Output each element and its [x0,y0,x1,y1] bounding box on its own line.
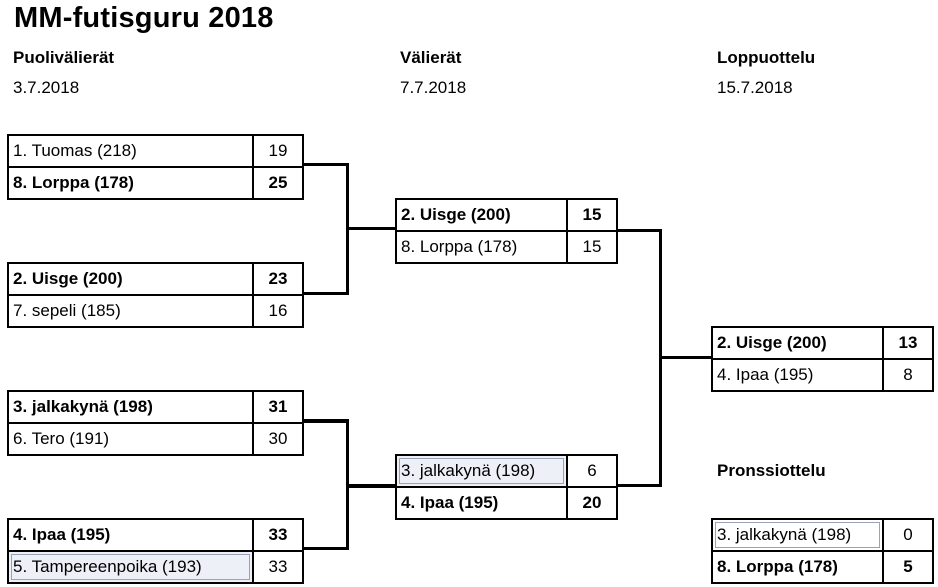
final-match: 2. Uisge (200) 13 4. Ipaa (195) 8 [711,326,934,392]
connector-line [346,484,398,488]
team-name: 8. Lorppa (178) [717,557,838,576]
team-name: 4. Ipaa (195) [717,365,814,384]
team-name: 8. Lorppa (178) [13,173,134,192]
semifinals-date: 7.7.2018 [400,78,467,97]
semifinal-match-2: 3. jalkakynä (198) 6 4. Ipaa (195) 20 [395,454,618,520]
team-name: 2. Uisge (200) [401,205,511,224]
team-score: 5 [882,552,932,582]
team-row: 2. Uisge (200) 13 [713,328,932,358]
connector-line [300,163,348,166]
team-row: 8. Lorppa (178) 5 [713,550,932,582]
team-name: 7. sepeli (185) [13,301,121,320]
semifinals-label: Välierät [400,48,462,67]
team-score: 13 [882,328,932,358]
team-name: 6. Tero (191) [13,429,110,448]
team-score: 15 [566,200,616,230]
team-row: 1. Tuomas (218) 19 [9,136,302,166]
team-score: 8 [882,360,932,390]
team-name: 3. jalkakynä (198) [13,397,153,416]
final-date: 15.7.2018 [717,78,793,97]
team-name: 4. Ipaa (195) [13,525,111,544]
team-row: 7. sepeli (185) 16 [9,294,302,326]
quarterfinal-match-3: 3. jalkakynä (198) 31 6. Tero (191) 30 [7,390,304,456]
team-row: 4. Ipaa (195) 20 [397,486,616,518]
team-row: 3. jalkakynä (198) 0 [713,520,932,550]
team-score: 25 [252,168,302,198]
team-name: 3. jalkakynä (198) [713,520,882,550]
connector-line [659,356,713,359]
team-score: 15 [566,232,616,262]
team-name: 2. Uisge (200) [717,333,827,352]
bronze-match-label: Pronssiottelu [717,461,826,480]
team-row: 3. jalkakynä (198) 6 [397,456,616,486]
team-row: 2. Uisge (200) 23 [9,264,302,294]
team-score: 23 [252,264,302,294]
connector-line [614,229,662,232]
bronze-match: 3. jalkakynä (198) 0 8. Lorppa (178) 5 [711,518,934,584]
page-title: MM-futisguru 2018 [14,2,274,34]
quarterfinal-match-1: 1. Tuomas (218) 19 8. Lorppa (178) 25 [7,134,304,200]
quarterfinal-match-4: 4. Ipaa (195) 33 5. Tampereenpoika (193)… [7,518,304,584]
team-score: 33 [252,552,302,582]
team-row: 4. Ipaa (195) 33 [9,520,302,550]
semifinal-match-1: 2. Uisge (200) 15 8. Lorppa (178) 15 [395,198,618,264]
team-row: 8. Lorppa (178) 25 [9,166,302,198]
quarterfinal-match-2: 2. Uisge (200) 23 7. sepeli (185) 16 [7,262,304,328]
connector-line [346,227,398,230]
team-score: 20 [566,488,616,518]
team-row: 6. Tero (191) 30 [9,422,302,454]
connector-line [300,292,348,295]
quarterfinals-label: Puolivälierät [13,48,115,67]
final-label: Loppuottelu [717,48,816,67]
team-name: 1. Tuomas (218) [13,141,137,160]
team-score: 33 [252,520,302,550]
team-score: 6 [566,456,616,486]
team-row: 8. Lorppa (178) 15 [397,230,616,262]
connector-line [300,419,348,423]
team-name: 8. Lorppa (178) [401,237,518,256]
team-name: 3. jalkakynä (198) [397,456,566,486]
team-name: 2. Uisge (200) [13,269,123,288]
team-name: 5. Tampereenpoika (193) [9,552,252,582]
team-row: 5. Tampereenpoika (193) 33 [9,550,302,582]
team-row: 2. Uisge (200) 15 [397,200,616,230]
connector-line [300,547,348,550]
team-score: 16 [252,296,302,326]
team-row: 4. Ipaa (195) 8 [713,358,932,390]
team-score: 0 [882,520,932,550]
team-score: 31 [252,392,302,422]
quarterfinals-date: 3.7.2018 [13,78,80,97]
team-name: 4. Ipaa (195) [401,493,499,512]
team-row: 3. jalkakynä (198) 31 [9,392,302,422]
connector-line [614,484,662,487]
team-score: 30 [252,424,302,454]
team-score: 19 [252,136,302,166]
